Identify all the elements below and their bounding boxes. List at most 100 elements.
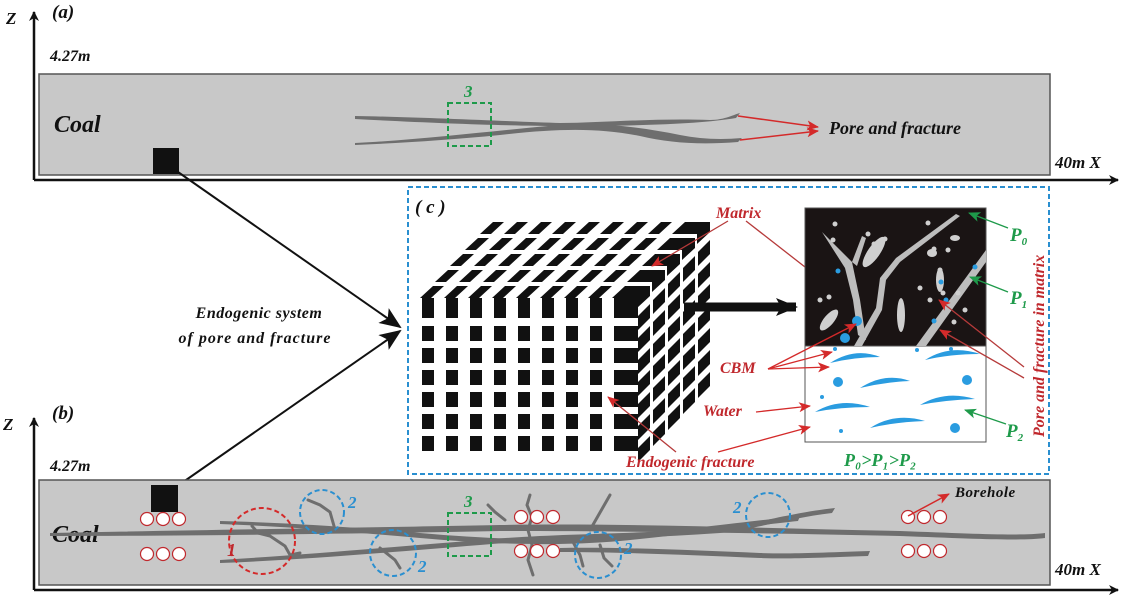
- cube-front-cell: [566, 348, 578, 363]
- cube-top-bar: [420, 286, 444, 298]
- cbm-bubble: [852, 316, 862, 326]
- borehole: [529, 543, 545, 559]
- cube-side-bar: [698, 372, 710, 398]
- cube-side-bar: [653, 288, 665, 314]
- cube-front-cell: [590, 348, 602, 363]
- cube-top-bar: [528, 222, 552, 234]
- cube-side-bar: [683, 322, 695, 348]
- zone-2-label-4: 2: [732, 498, 742, 517]
- matrix-pore-ellipse: [862, 236, 886, 268]
- cube-top-bar: [450, 254, 474, 266]
- cbm-label: CBM: [720, 360, 756, 377]
- cube-front-cell: [518, 298, 530, 318]
- matrix-pore: [817, 297, 823, 303]
- cube-top-bar: [594, 254, 618, 266]
- matrix-pore: [951, 319, 957, 325]
- cube-front-cell: [422, 370, 434, 385]
- matrix-pore: [962, 307, 968, 313]
- cube-front-cell: [566, 436, 578, 451]
- cube-front-cell: [542, 326, 554, 341]
- cube-top-bar: [492, 286, 516, 298]
- p2-arrow: [964, 408, 1007, 425]
- matrix-pore-ellipse: [927, 249, 937, 257]
- borehole: [545, 543, 561, 559]
- cube-front-cell: [494, 326, 506, 341]
- cube-front-cell: [614, 326, 638, 341]
- water-droplet: [833, 347, 837, 351]
- cube-side-bar: [668, 272, 680, 298]
- cube-layer: [420, 286, 650, 462]
- cube-side-bar: [683, 256, 695, 282]
- fracture-cube: [420, 222, 710, 462]
- fracture-arrow-zoom: [717, 425, 811, 453]
- cube-top-bar: [531, 270, 555, 282]
- panel-b: Z (b) 4.27m Coal 1 2 2 2 2 3 Borehole 40…: [2, 403, 1119, 595]
- cube-front-cell: [422, 326, 434, 341]
- length-label-b: 40m X: [1054, 560, 1101, 579]
- cube-front-cell: [446, 326, 458, 341]
- cube-front-cell: [614, 414, 638, 429]
- p2-label: P2: [1005, 421, 1024, 444]
- cube-front-cell: [590, 392, 602, 407]
- cube-front-cell: [518, 348, 530, 363]
- cube-side-bar: [653, 398, 665, 424]
- cbm-bubble: [938, 279, 944, 285]
- cube-side-bar: [668, 382, 680, 408]
- cube-front-cell: [542, 414, 554, 429]
- cube-front-cell: [422, 392, 434, 407]
- cube-front-cell: [494, 298, 506, 318]
- cube-side-bar: [638, 348, 650, 374]
- cube-front-cell: [614, 436, 638, 451]
- cube-top-bar: [489, 238, 513, 250]
- cube-front-cell: [566, 298, 578, 318]
- cube-side-bar: [683, 344, 695, 370]
- z-axis-label-b: Z: [2, 415, 13, 434]
- cbm-arrow-2: [767, 349, 833, 370]
- cube-side-bar: [653, 376, 665, 402]
- cube-front-cell: [470, 392, 482, 407]
- cube-front-cell: [518, 326, 530, 341]
- water-streak: [830, 353, 880, 363]
- cube-front-cell: [566, 414, 578, 429]
- p0-arrow: [968, 212, 1009, 229]
- matrix-pore-ellipse: [897, 298, 905, 332]
- cube-side-bar: [698, 306, 710, 332]
- matrix-pore: [917, 285, 923, 291]
- cube-side-bar: [683, 278, 695, 304]
- cube-side-bar: [698, 240, 710, 266]
- cube-top-bar: [633, 238, 657, 250]
- cube-front-cell: [590, 436, 602, 451]
- cube-front-cell: [590, 326, 602, 341]
- cube-top-bar: [564, 286, 588, 298]
- cube-side-bar: [638, 304, 650, 330]
- fracture-branch: [588, 493, 612, 532]
- cube-front-cell: [518, 436, 530, 451]
- p1-arrow: [969, 276, 1009, 293]
- water-droplet: [839, 429, 843, 433]
- detail-features: [815, 214, 986, 433]
- cube-side-bar: [668, 338, 680, 364]
- cube-front-cell: [614, 370, 638, 385]
- zone-3-box-a: [447, 102, 492, 147]
- matrix-fracture-branch: [852, 236, 866, 266]
- cube-front-cell: [518, 414, 530, 429]
- zone-2-label-1: 2: [347, 493, 357, 512]
- matrix-pore: [955, 290, 961, 296]
- zone-2-circle-1: [299, 489, 345, 535]
- fracture-branch: [378, 546, 402, 570]
- zone-2-circle-3: [574, 531, 622, 579]
- water-droplet: [950, 423, 960, 433]
- cube-top-bar: [570, 254, 594, 266]
- cube-corner: [657, 238, 695, 260]
- fracture-branch: [306, 498, 336, 528]
- cube-layer: [465, 238, 695, 414]
- cube-front-cell: [566, 326, 578, 341]
- water-streak: [925, 350, 980, 360]
- cube-side-bar: [653, 420, 665, 446]
- cube-front-cell: [422, 348, 434, 363]
- cube-front-cell: [470, 370, 482, 385]
- matrix-pore: [830, 237, 836, 243]
- cube-top-bar: [504, 222, 528, 234]
- borehole: [529, 509, 545, 525]
